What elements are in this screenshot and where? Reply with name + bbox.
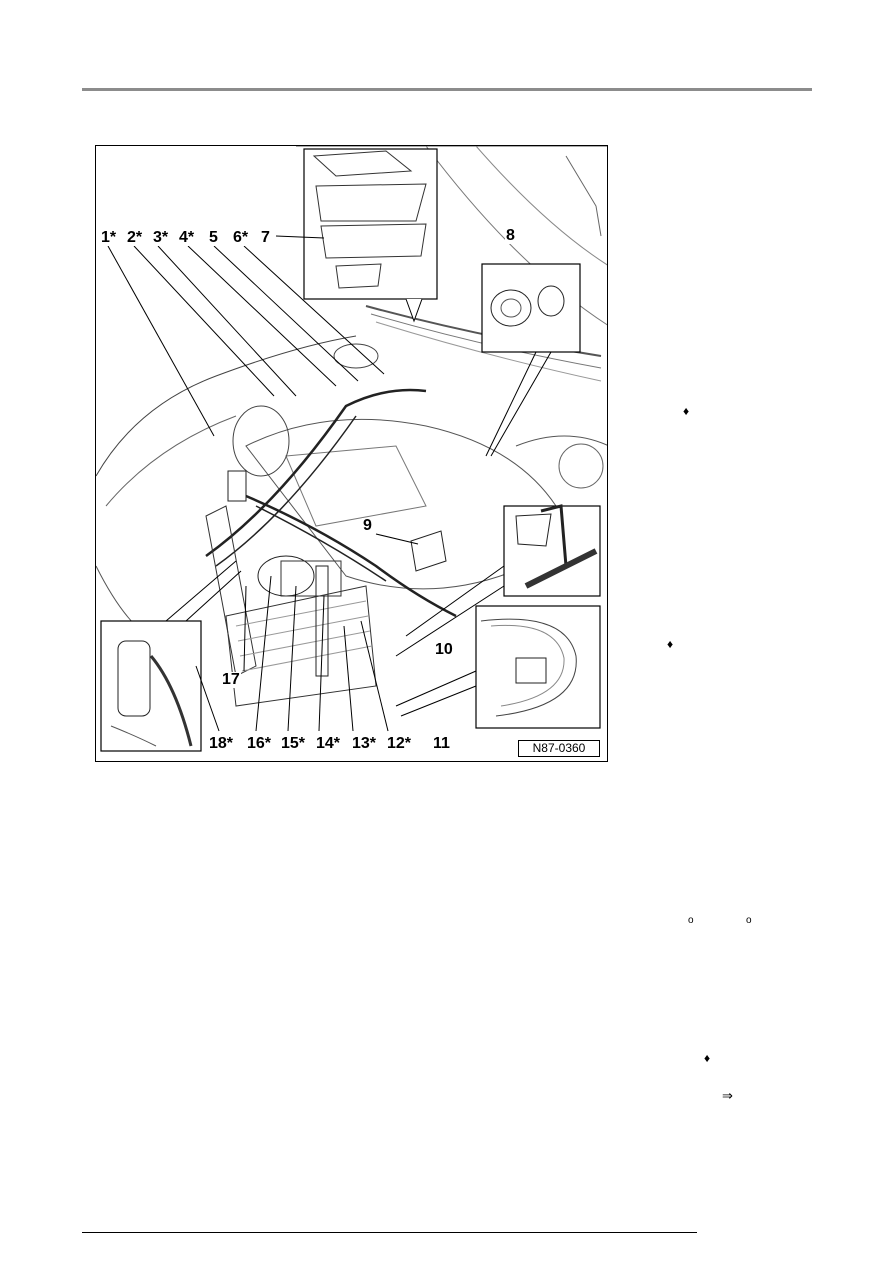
callout-13: 13*: [351, 735, 378, 752]
engine-bay-drawing: [96, 146, 607, 752]
bullet-diamond-1: ♦: [683, 404, 690, 418]
image-code-label: N87-0360: [518, 740, 600, 757]
callout-12: 12*: [386, 735, 413, 752]
engine-bay-illustration: 1* 2* 3* 4* 5 6* 7 8 9 10 11 12* 13* 14*…: [95, 145, 608, 762]
footer-rule: [82, 1232, 697, 1233]
bullet-diamond-2: ♦: [667, 637, 674, 651]
reference-arrow-icon[interactable]: ⇒: [722, 1088, 733, 1103]
callout-2: 2*: [126, 229, 144, 246]
callout-1: 1*: [100, 229, 118, 246]
callout-7: 7: [260, 229, 271, 246]
callout-10: 10: [434, 641, 454, 658]
degree-symbol-1: o: [688, 915, 694, 926]
callout-18: 18*: [208, 735, 235, 752]
callout-4: 4*: [178, 229, 196, 246]
callout-14: 14*: [315, 735, 342, 752]
callout-16: 16*: [246, 735, 273, 752]
callout-17: 17: [221, 671, 241, 688]
callout-15: 15*: [280, 735, 307, 752]
callout-8: 8: [505, 227, 516, 244]
callout-9: 9: [362, 517, 373, 534]
callout-3: 3*: [152, 229, 170, 246]
callout-11: 11: [432, 735, 451, 752]
bullet-diamond-3: ♦: [704, 1051, 711, 1065]
callout-6: 6*: [232, 229, 250, 246]
degree-symbol-2: o: [746, 915, 752, 926]
callout-5: 5: [208, 229, 219, 246]
header-rule: [82, 88, 812, 91]
